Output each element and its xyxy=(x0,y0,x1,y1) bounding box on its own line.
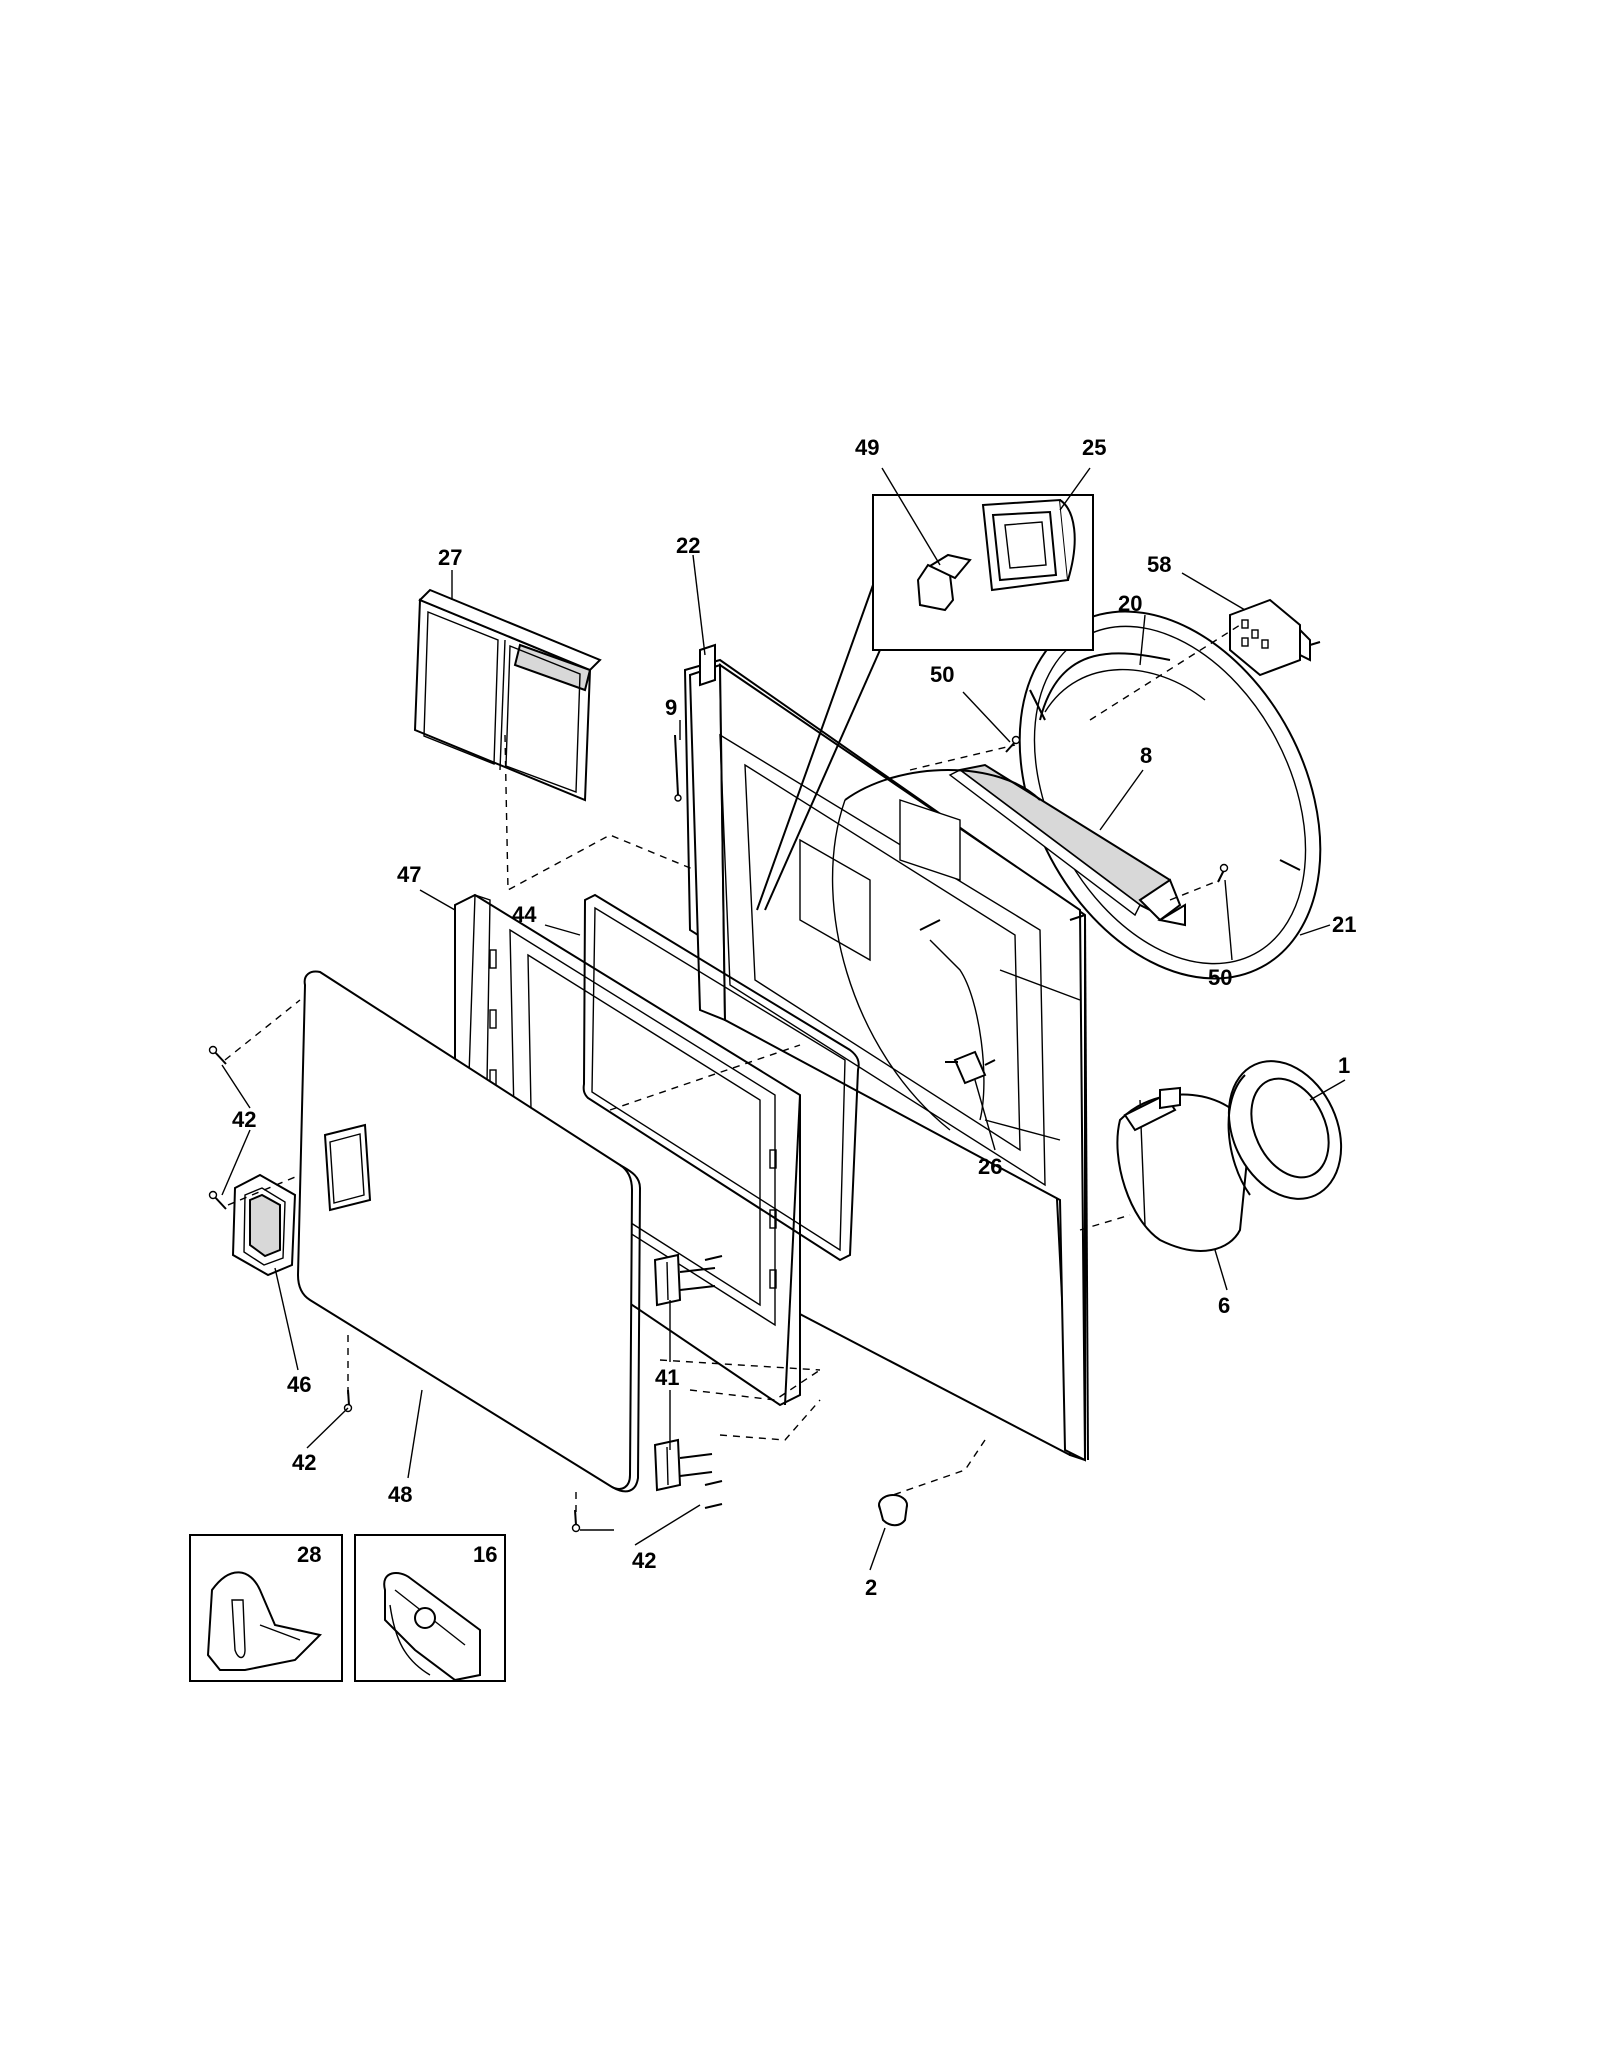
callout-9: 9 xyxy=(665,695,677,720)
inset-box-49-25 xyxy=(756,494,1094,911)
door-handle-46 xyxy=(231,1173,297,1277)
lint-filter-27 xyxy=(413,588,602,802)
door-switch-26 xyxy=(945,1050,996,1085)
inset-box-16 xyxy=(354,1534,506,1682)
hinge-41-lower xyxy=(653,1438,713,1492)
screws xyxy=(208,735,1229,1533)
callout-8: 8 xyxy=(1140,743,1152,768)
front-panel-22 xyxy=(683,643,1089,1462)
door-outer-48 xyxy=(296,970,642,1493)
callout-20: 20 xyxy=(1118,591,1142,616)
drum-seal-21 xyxy=(1044,668,1206,713)
assembly-lines xyxy=(224,624,1241,1515)
pin-9 xyxy=(674,734,682,802)
door-gasket-44 xyxy=(582,893,860,1262)
callouts: 49 25 27 22 58 20 9 50 8 47 44 50 21 1 4… xyxy=(232,435,1356,1600)
inset-box-28 xyxy=(189,1534,343,1682)
callout-50b: 50 xyxy=(1208,965,1232,990)
seal-ring-1 xyxy=(1227,1060,1343,1200)
leader-lines xyxy=(221,467,1346,1571)
air-duct xyxy=(831,769,1081,1141)
callout-42c: 42 xyxy=(632,1548,656,1573)
duct-boot-6 xyxy=(1116,1086,1252,1252)
door-inner-panel-47 xyxy=(454,893,801,1407)
callout-46: 46 xyxy=(287,1372,311,1397)
callout-44: 44 xyxy=(512,902,537,927)
callout-6: 6 xyxy=(1218,1293,1230,1318)
callout-21: 21 xyxy=(1332,912,1356,937)
hinge-41-upper xyxy=(653,1253,716,1307)
callout-22: 22 xyxy=(676,533,700,558)
lint-screen-8 xyxy=(948,763,1186,927)
callout-16: 16 xyxy=(473,1542,497,1567)
callout-1: 1 xyxy=(1338,1053,1350,1078)
callout-47: 47 xyxy=(397,862,421,887)
callout-58: 58 xyxy=(1147,552,1171,577)
switch-58 xyxy=(1229,598,1321,677)
callout-26: 26 xyxy=(978,1154,1002,1179)
callout-49: 49 xyxy=(855,435,879,460)
leveling-foot-2 xyxy=(878,1494,908,1527)
callout-42a: 42 xyxy=(232,1107,256,1132)
callout-25: 25 xyxy=(1082,435,1106,460)
callout-41: 41 xyxy=(655,1365,679,1390)
callout-50a: 50 xyxy=(930,662,954,687)
callout-28: 28 xyxy=(297,1542,321,1567)
callout-27: 27 xyxy=(438,545,462,570)
callout-2: 2 xyxy=(865,1575,877,1600)
callout-42b: 42 xyxy=(292,1450,316,1475)
callout-48: 48 xyxy=(388,1482,412,1507)
